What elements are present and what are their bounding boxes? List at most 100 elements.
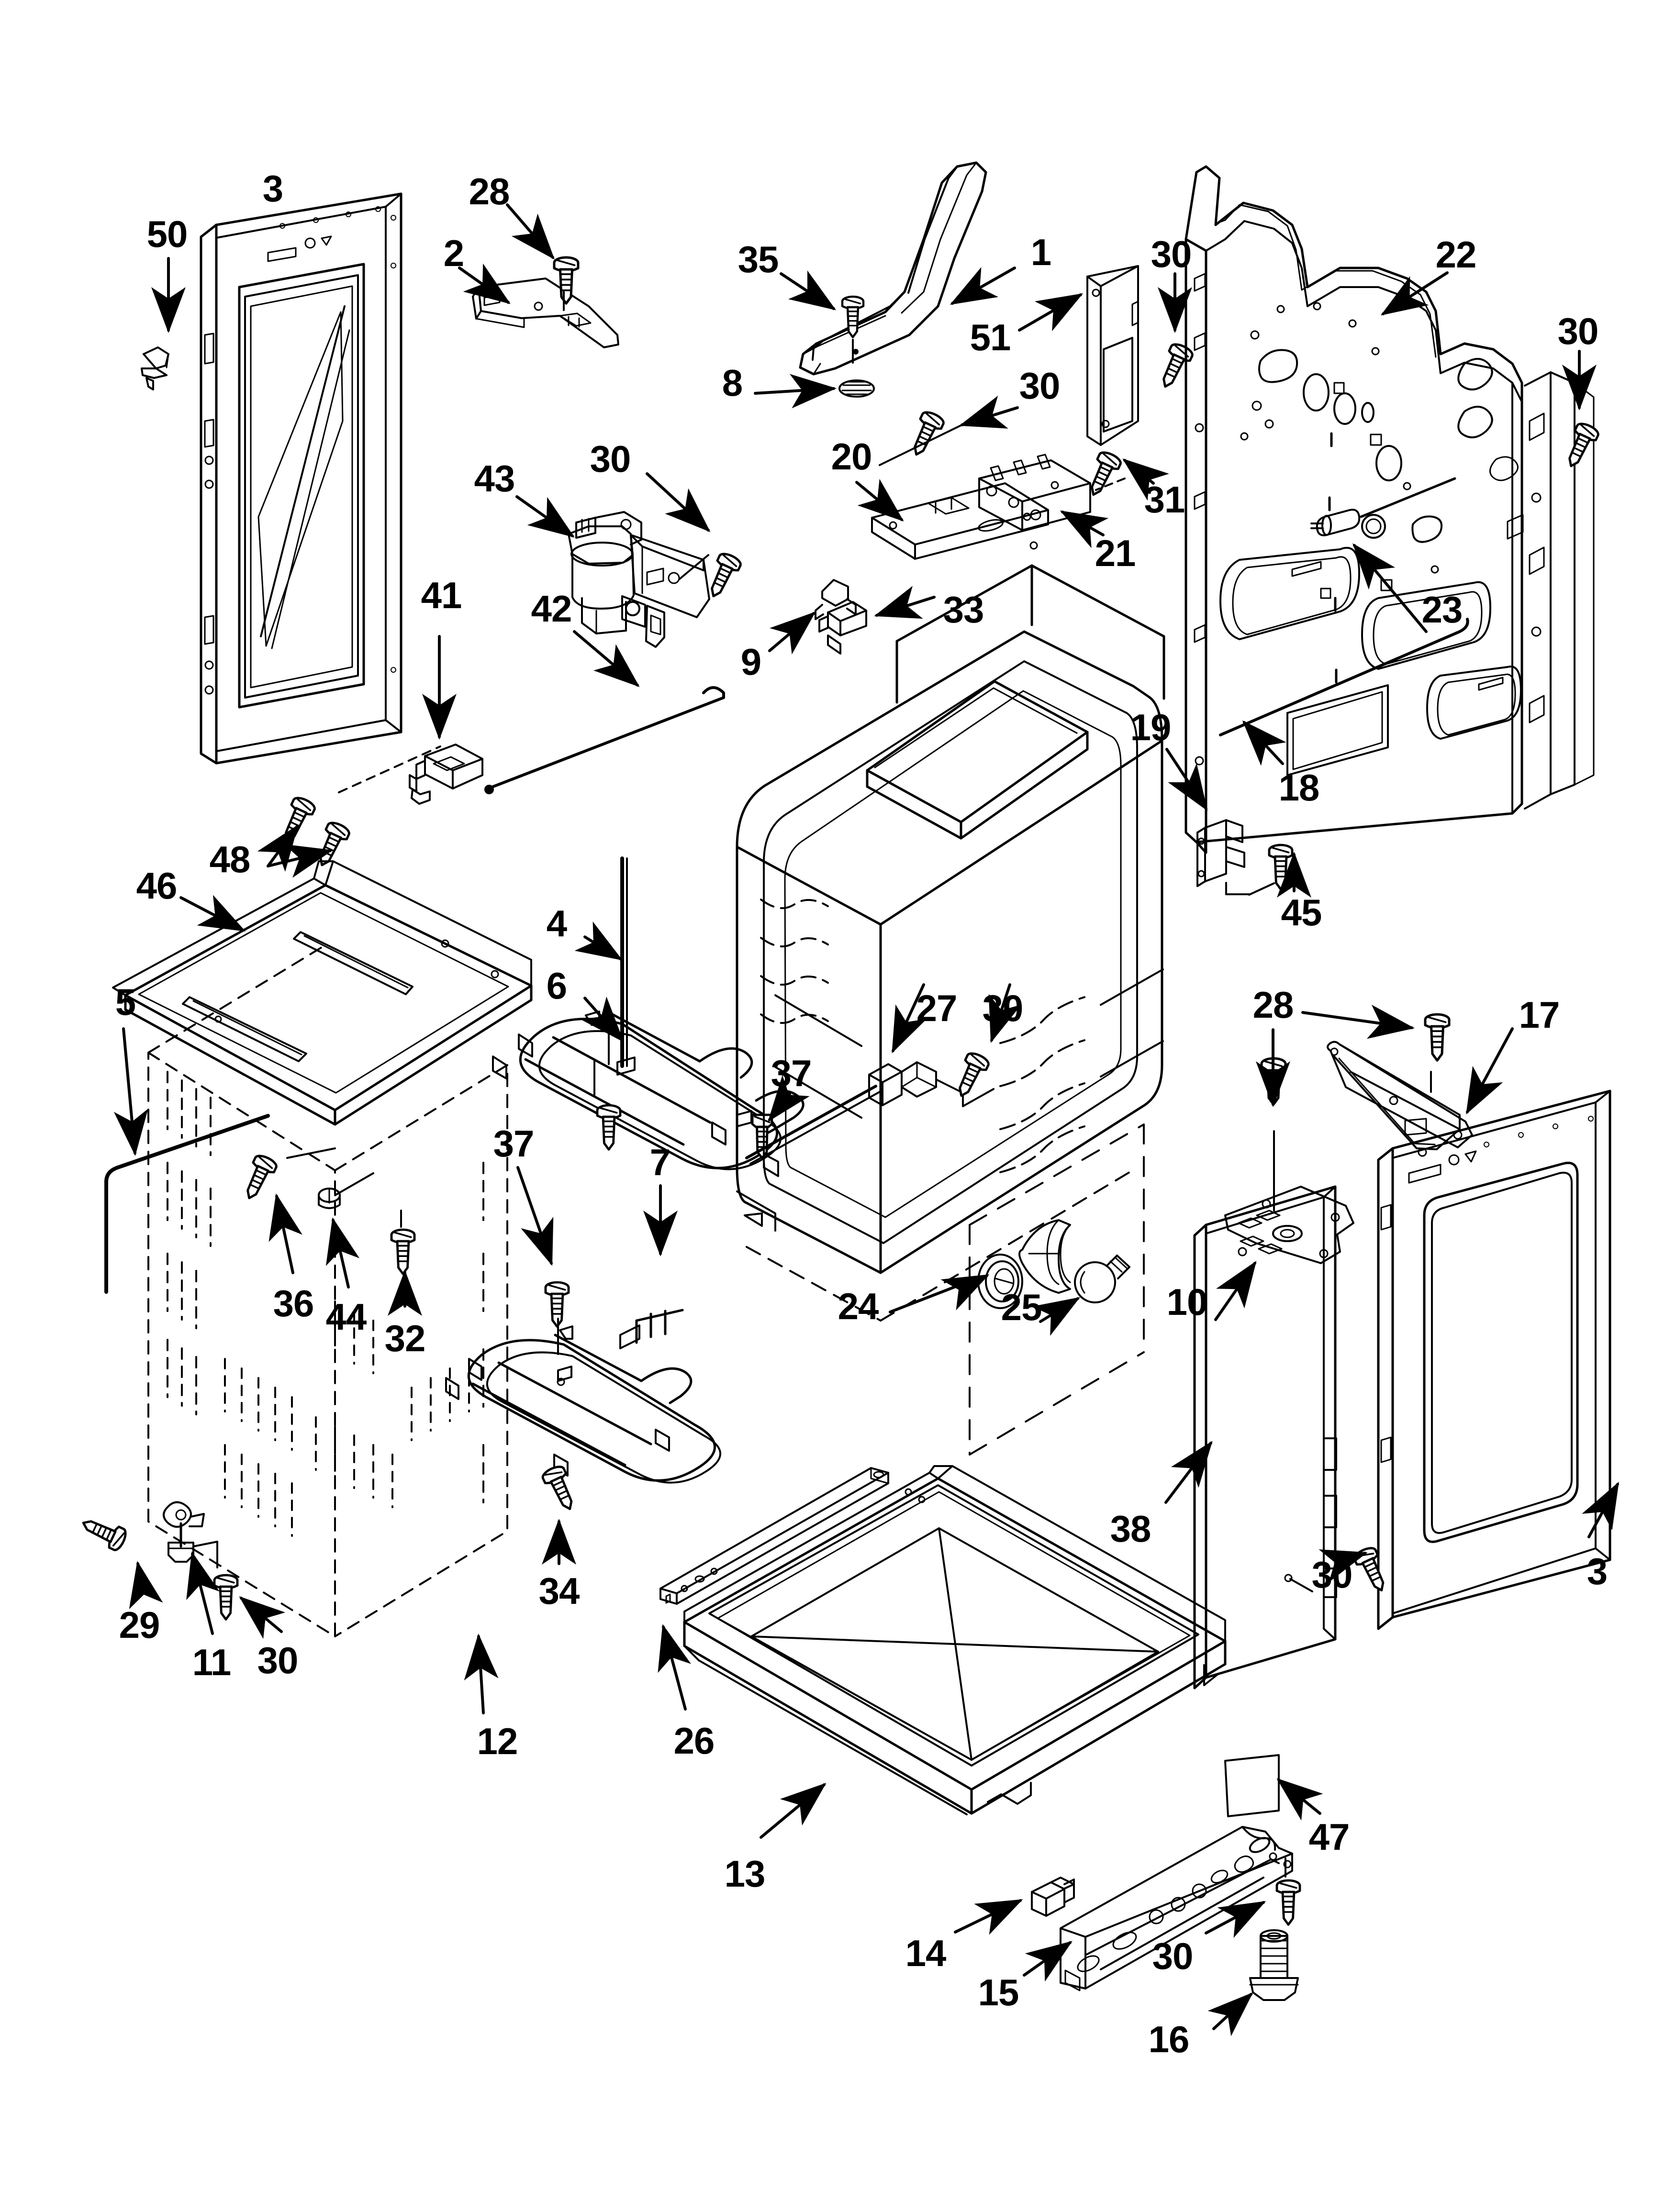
part-45-screw	[1269, 845, 1292, 889]
leader-1	[950, 267, 1016, 305]
leader-37b	[516, 1166, 554, 1266]
callout-number-37: 37	[771, 1052, 812, 1094]
callout-number-51: 51	[970, 316, 1011, 358]
part-16-leveling-leg	[1249, 1929, 1299, 2001]
part-32-screw	[391, 1230, 414, 1274]
leader-30d	[646, 472, 711, 533]
leader-30g	[239, 1596, 286, 1639]
leader-21	[1060, 511, 1109, 548]
part-15-slide-rail	[1060, 1826, 1293, 1991]
part-18-ground-wire	[1219, 630, 1461, 736]
callout-number-28: 28	[469, 170, 510, 212]
leader-43	[515, 495, 575, 538]
part-38-side-panel	[1193, 1185, 1337, 1690]
part-44-sleeve	[318, 1188, 341, 1209]
callout-number-34: 34	[538, 1570, 580, 1612]
leader-19	[1165, 748, 1208, 811]
callout-number-11: 11	[192, 1641, 231, 1683]
callout-number-30: 30	[1557, 310, 1599, 352]
part-30f-screw	[1352, 1545, 1392, 1595]
leader-5	[113, 1027, 148, 1156]
part-51-latch-shield	[1086, 265, 1139, 446]
callout-number-24: 24	[838, 1285, 879, 1327]
part-48a-screw	[277, 795, 317, 845]
leader-23	[1352, 543, 1428, 633]
leader-10	[1214, 1261, 1257, 1321]
part-47-label	[1224, 1754, 1280, 1817]
callout-number-31: 31	[1144, 478, 1185, 521]
callout-number-16: 16	[1148, 2018, 1190, 2060]
leader-44	[325, 1217, 360, 1289]
part-3-oven-door-panel-bottom-right	[1377, 1089, 1611, 1630]
callout-number-33: 33	[943, 589, 984, 631]
part-25-light-bulb	[1074, 1255, 1130, 1303]
part-7-bake-element	[445, 1309, 721, 1484]
leader-25	[1032, 1297, 1081, 1336]
leader-24-arrow	[940, 1274, 990, 1311]
leader-30c	[959, 395, 1019, 429]
leader-11	[186, 1551, 220, 1635]
leader-24	[889, 1279, 973, 1313]
callout-number-46: 46	[136, 865, 178, 907]
callout-number-13: 13	[724, 1853, 766, 1895]
part-42-lock-rod	[487, 696, 725, 790]
callout-number-25: 25	[1001, 1286, 1042, 1328]
leader-46	[179, 895, 246, 932]
leader-13	[760, 1783, 827, 1839]
leader-30f	[1318, 1549, 1368, 1582]
callout-number-12: 12	[477, 1720, 518, 1762]
callout-number-14: 14	[905, 1932, 947, 1974]
callout-number-6: 6	[546, 965, 567, 1007]
callout-number-30: 30	[1152, 1935, 1194, 1977]
part-8-washer	[838, 379, 875, 398]
callout-number-19: 19	[1130, 706, 1172, 748]
leader-14	[954, 1899, 1023, 1935]
part-24-lens-housing	[1018, 1219, 1071, 1294]
leader-37a	[768, 1075, 810, 1122]
leader-18	[1242, 720, 1286, 766]
callout-number-29: 29	[119, 1604, 160, 1646]
leader-12	[464, 1634, 499, 1714]
part-14-retainer-clip	[1031, 1877, 1075, 1917]
part-13-oven-bottom	[683, 1465, 1227, 1815]
part-2-hinge-bracket	[472, 278, 619, 348]
part-12-chassis-frame	[147, 946, 508, 1637]
part-33-cavity-clip	[818, 601, 867, 655]
callout-number-8: 8	[722, 362, 743, 404]
callout-number-30: 30	[257, 1639, 299, 1681]
part-41-harness-clip	[409, 744, 483, 805]
part-36-screw	[239, 1153, 279, 1203]
part-37b-screw	[597, 1105, 620, 1149]
part-29-screw	[78, 1512, 128, 1552]
part-37a-screw	[752, 1115, 772, 1158]
leader-4	[574, 921, 623, 961]
leader-28c	[1301, 1004, 1415, 1039]
leader-6	[581, 996, 624, 1043]
part-42-lock-rod-end	[702, 686, 725, 699]
part-3-oven-door-panel-top-left	[200, 192, 402, 765]
light-assembly-dashed-box	[969, 1123, 1145, 1456]
callout-number-5: 5	[115, 981, 136, 1023]
part-30c-screw	[906, 410, 946, 459]
callout-number-7: 7	[649, 1141, 670, 1183]
callout-number-41: 41	[421, 574, 462, 616]
callout-number-30: 30	[1019, 365, 1061, 407]
leader-17	[1466, 1027, 1514, 1115]
part-43-lock-motor	[568, 511, 710, 648]
chassis-hatch-texture	[167, 1071, 484, 1537]
leader-47	[1276, 1778, 1323, 1821]
leader-48a	[257, 824, 299, 872]
part-26-drawer-rail	[659, 1467, 889, 1605]
callout-number-50: 50	[146, 213, 188, 255]
part-46-drawer-top	[112, 860, 533, 1126]
leader-22	[1380, 271, 1449, 316]
leader-27	[892, 983, 927, 1054]
callout-number-32: 32	[384, 1317, 426, 1359]
part-5-trim-rod	[104, 1114, 270, 1184]
callout-number-23: 23	[1421, 589, 1463, 631]
callout-number-47: 47	[1308, 1816, 1350, 1858]
part-22-rear-panel	[1184, 165, 1595, 854]
callout-number-21: 21	[1095, 532, 1136, 574]
